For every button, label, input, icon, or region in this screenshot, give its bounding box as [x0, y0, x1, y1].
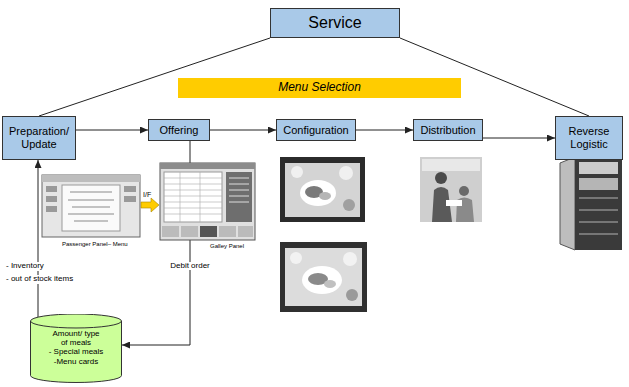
trolley-shelves	[579, 198, 618, 234]
order-table	[164, 172, 222, 222]
plate	[302, 266, 342, 294]
cup	[346, 289, 358, 301]
interface-label: I/F	[143, 191, 151, 199]
screen-tab	[200, 226, 217, 237]
process-box: Distribution	[413, 119, 483, 141]
trolley-cabinet	[575, 157, 622, 250]
screen-caption: Galley Panel	[210, 243, 244, 250]
edge-label: Debit order	[169, 262, 211, 271]
meal-tray	[446, 200, 462, 206]
galley-panel-screen	[160, 163, 255, 240]
node-text: Offering	[160, 124, 199, 137]
food	[319, 192, 331, 200]
menu-lines	[68, 192, 114, 221]
note-label: - Inventory	[5, 262, 45, 271]
note-label: - out of stock items	[5, 275, 74, 284]
bowl	[339, 166, 353, 180]
node-text: Configuration	[283, 124, 348, 137]
screen-button	[46, 196, 57, 202]
interface-arrow	[141, 198, 159, 212]
database-cylinder: Amount/ type of meals- Special meals-Men…	[30, 314, 122, 383]
screen-button	[46, 206, 57, 212]
process-box: Configuration	[276, 119, 356, 141]
cabin-ceiling	[422, 159, 480, 171]
trolley-door	[560, 157, 575, 250]
screen-button	[46, 186, 57, 192]
node-text: Service	[308, 14, 361, 32]
meal-tray	[285, 248, 362, 306]
screen-caption: Passenger Panel– Menu	[62, 241, 128, 248]
connector	[210, 130, 276, 131]
attendant-head	[435, 172, 447, 184]
bowl	[343, 252, 357, 266]
node-text: Preparation/ Update	[7, 125, 71, 150]
side-list	[226, 172, 252, 222]
process-box: Preparation/ Update	[2, 116, 76, 160]
node-text: Reverse Logistic	[560, 125, 618, 150]
meal-tray	[285, 163, 360, 217]
screen-header	[160, 163, 255, 169]
node-text: Amount/ type of meals	[48, 329, 104, 347]
service-box: Service	[270, 8, 400, 38]
menu-selection-band: Menu Selection	[178, 78, 461, 98]
screen-tab	[238, 226, 253, 237]
node-text: Menu Selection	[278, 81, 361, 95]
side-list-lines	[229, 178, 249, 202]
node-text: Distribution	[420, 124, 475, 137]
cylinder-rim	[31, 321, 122, 328]
connector	[400, 38, 589, 116]
passenger-head	[459, 186, 469, 196]
trolley-drawer	[579, 178, 618, 190]
distribution-photo	[420, 157, 482, 222]
meal-photo	[280, 242, 367, 312]
screen-tab	[219, 226, 236, 237]
meal-photo	[280, 157, 365, 222]
table-grid	[164, 172, 222, 222]
plate	[300, 180, 336, 206]
node-text: - Special meals	[49, 347, 104, 356]
screen-header	[42, 175, 140, 182]
food	[324, 280, 336, 288]
screen-tab	[181, 226, 198, 237]
passenger-panel-screen	[42, 175, 140, 237]
bowl	[290, 252, 302, 264]
connector	[76, 130, 148, 131]
screen-button	[124, 186, 136, 192]
connector	[38, 160, 39, 318]
connector	[483, 138, 555, 139]
node-text: -Menu cards	[54, 357, 98, 366]
cup	[343, 199, 355, 211]
cylinder-body	[31, 314, 122, 382]
menu-card-image	[62, 185, 120, 231]
connector	[356, 130, 413, 131]
process-box: Offering	[148, 119, 210, 141]
process-box: Reverse Logistic	[555, 116, 623, 160]
bowl	[291, 166, 303, 178]
connector	[39, 38, 270, 116]
screen-tab	[162, 226, 179, 237]
trolley-drawer	[579, 162, 618, 174]
screen-button	[124, 196, 136, 202]
